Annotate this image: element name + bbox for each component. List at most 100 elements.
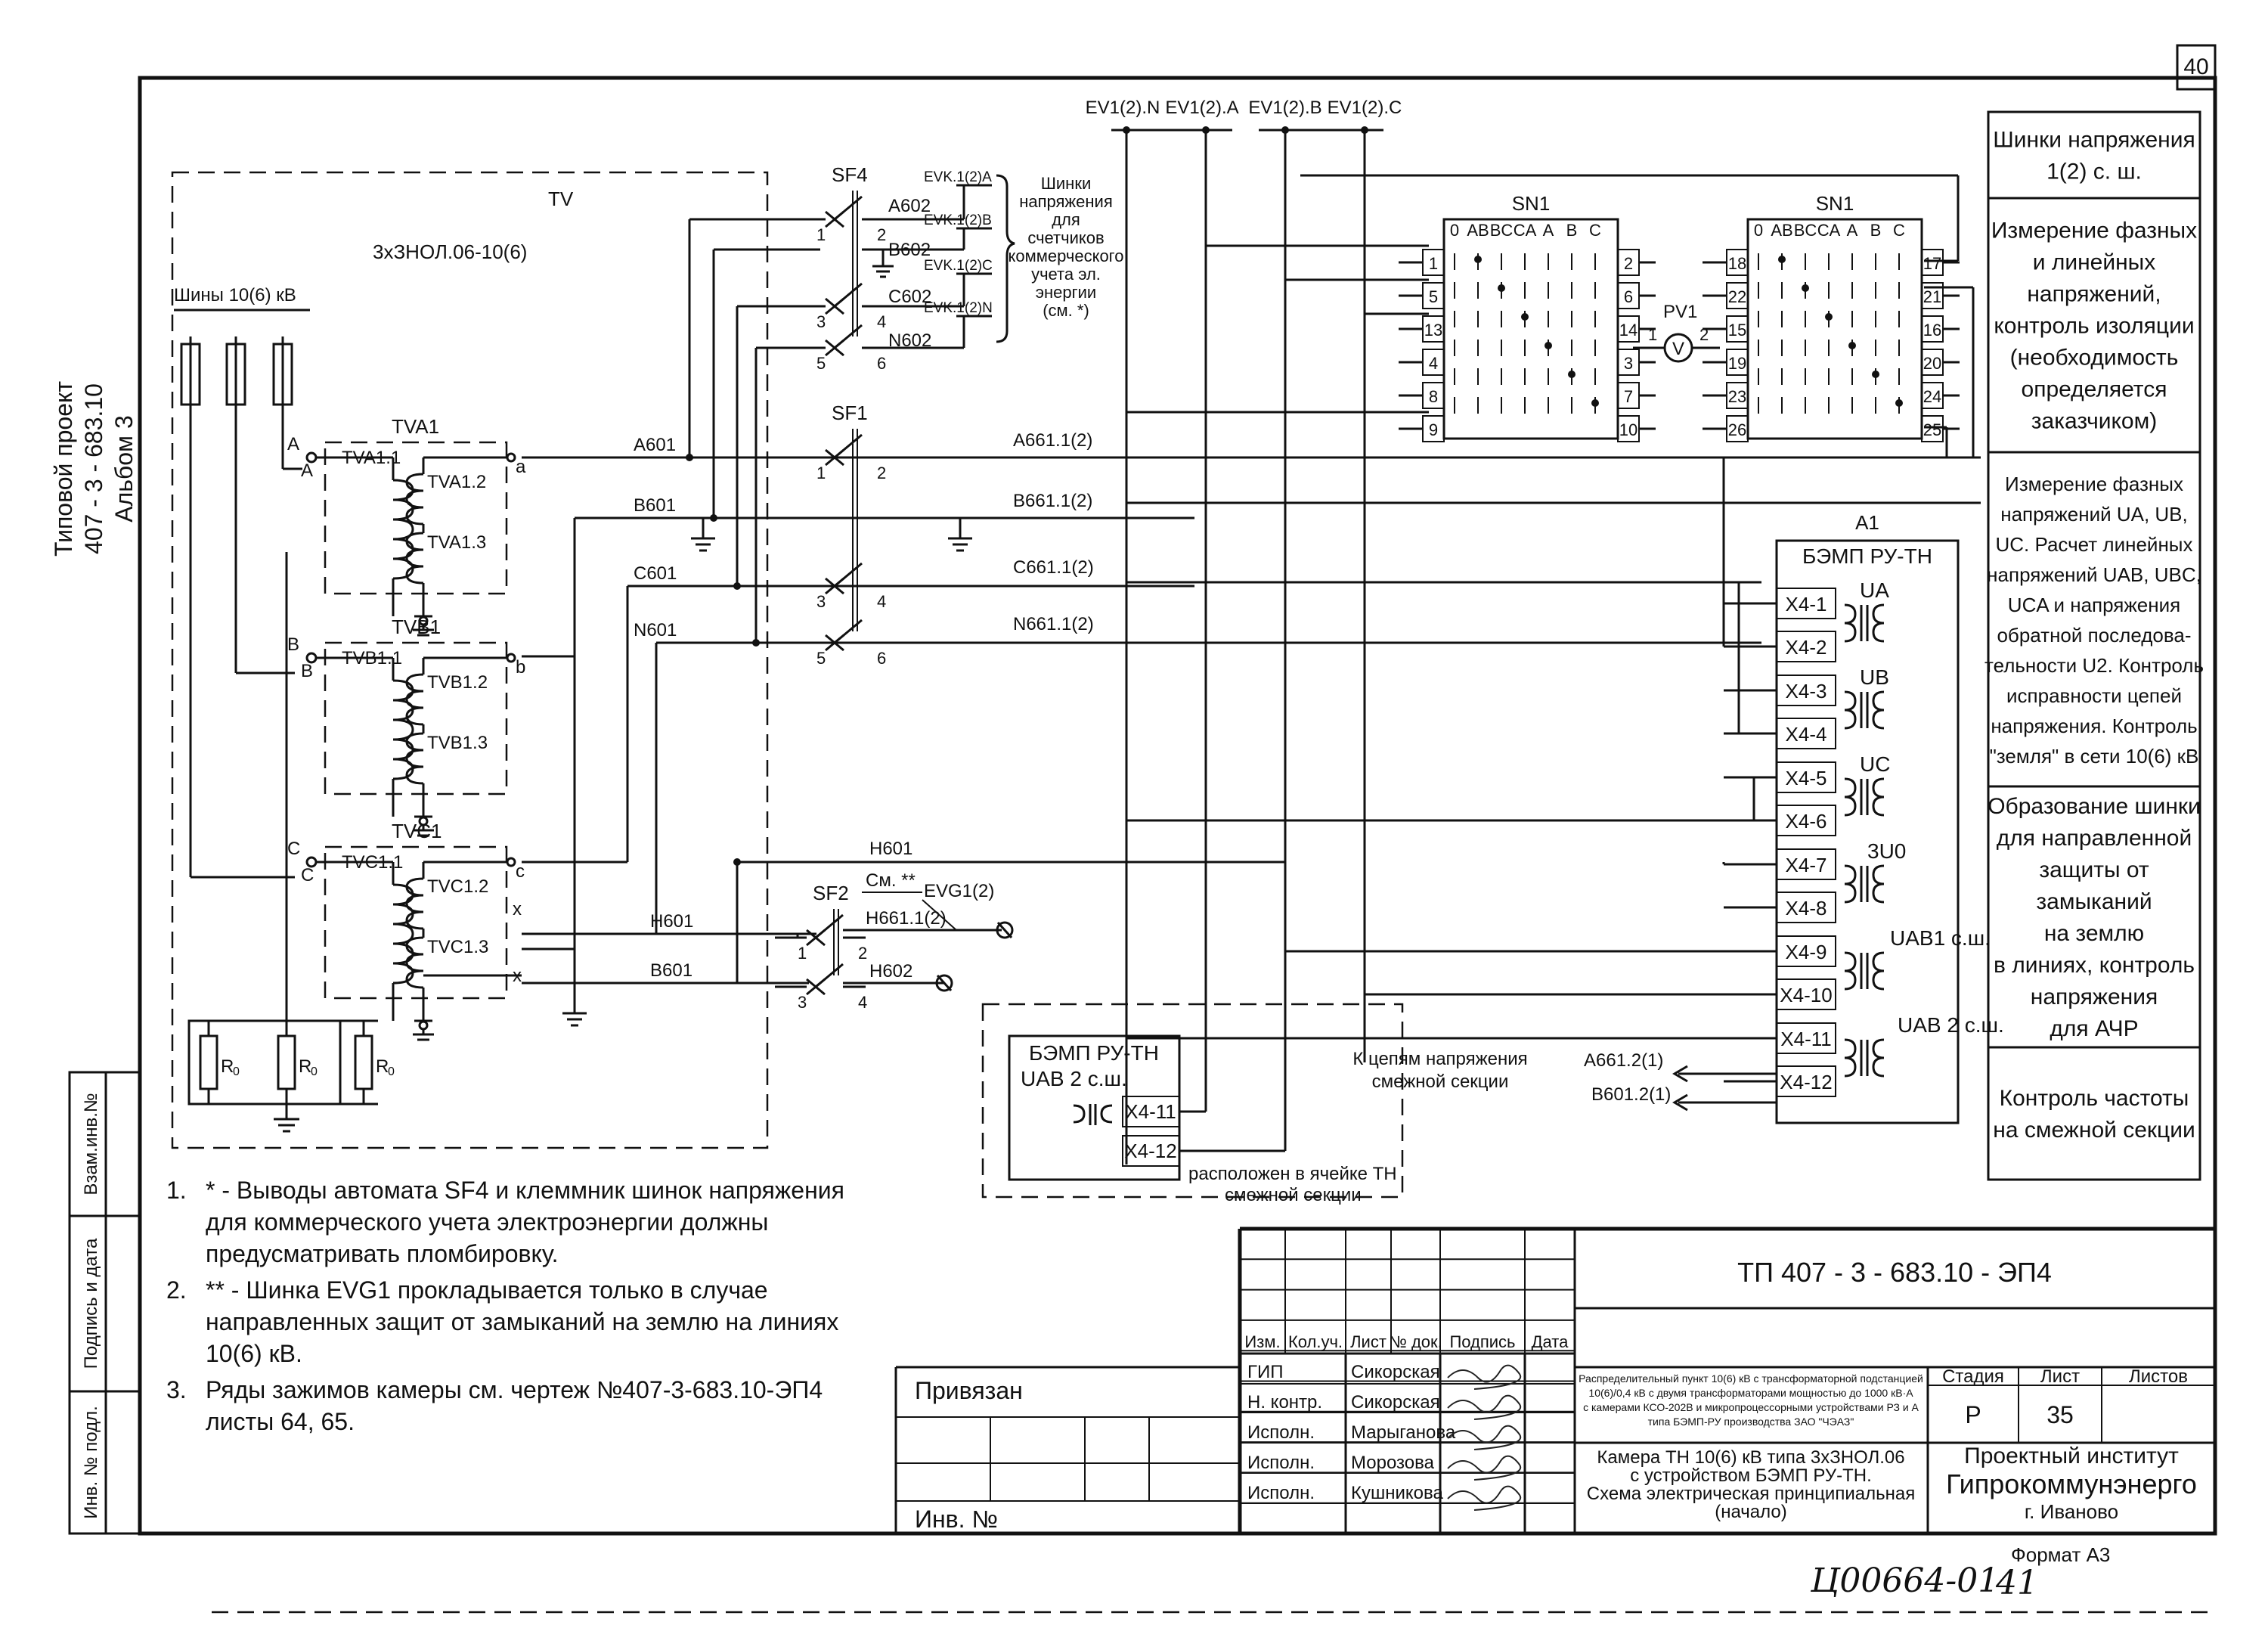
panel-2-line-7: исправности цепей [2006,684,2182,707]
sf4-label: SF4 [832,163,868,186]
sn1b-head-3: CA [1817,221,1841,240]
sf2-label: SF2 [813,882,849,904]
tb-inv: Инв. № [915,1506,998,1533]
sf1-pin-1a: 3 [816,592,826,611]
adj-sub: UAB 2 с.ш. [1021,1067,1127,1090]
panel-2-line-8: напряжения. Контроль [1991,715,2197,737]
tb-col-3: № док. [1389,1332,1442,1351]
trC-phase: C [287,839,300,859]
page-number: 40 [2183,54,2208,79]
stamp-inv: Инв. № подл. [81,1406,101,1519]
sheet-frame [138,76,2217,1536]
note-1-num: 2. [166,1276,187,1304]
wire-h601: H601 [650,911,693,932]
note-0-line-3: предусматривать пломбировку. [206,1240,559,1267]
sf2-pin-0a: 1 [798,944,807,963]
a1-pin-8: X4-9 [1786,941,1827,963]
sn1a-lpin-4: 8 [1429,387,1438,406]
tb-drawing-0: Камера ТН 10(6) кВ типа 3xЗНОЛ.06 [1597,1447,1904,1468]
tb-sheets-h: Листов [2129,1366,2188,1387]
panel-3-line-6: напряжения [2031,985,2158,1009]
r0-label-3: R [376,1056,389,1077]
meter-note-line-1: напряжения [1019,192,1113,211]
voltmeter-pv1: V PV1 1 2 [1633,302,1720,363]
tb-object-0: Распределительный пункт 10(6) кВ с транс… [1579,1372,1923,1385]
wire-n602: N602 [888,330,931,351]
note-1-line-3: 10(6) кВ. [206,1340,302,1367]
wire-b601: B601 [634,495,676,516]
tb-object-3: типа БЭМП-РУ производства ЗАО "ЧЭАЗ" [1648,1416,1854,1428]
bus-label-b: EV1(2).B [1248,98,1321,118]
trB-label: TVB1 [392,616,441,638]
sf1-pin-2a: 5 [816,649,826,668]
note-1-line-2: направленных защит от замыканий на землю… [206,1308,838,1335]
a1-pin-0: X4-1 [1786,593,1827,616]
sn1a-rpin-4: 7 [1624,387,1633,406]
trB-sec1: TVB1.2 [427,672,488,693]
tb-col-4: Подпись [1449,1332,1515,1351]
tvc-x1: x [513,899,522,919]
wire-n601: N601 [634,620,677,640]
panel-2-line-3: напряжений UAB, UBC, [1987,563,2201,586]
sf2-pin-0b: 2 [858,944,867,963]
format-label: Формат А3 [2011,1543,2110,1566]
tb-sheet-h: Лист [2040,1366,2080,1387]
meter-note-line-3: счетчиков [1027,228,1104,247]
sn1b-lpin-1: 22 [1728,287,1746,306]
note-2-line-2: листы 64, 65. [206,1408,355,1435]
a1-pin-9: X4-10 [1780,984,1832,1006]
wire-sm: См. ** [866,870,916,891]
bus-label-n: EV1(2).N [1086,98,1160,118]
tb-role-4: Исполн. [1247,1483,1315,1503]
stamp-podpis: Подпись и дата [81,1238,101,1369]
wire-evk-b: EVK.1(2)B [924,212,992,228]
panel-3-line-2: защиты от [2039,857,2149,882]
voltage-buses: EV1(2).N EV1(2).A EV1(2).B EV1(2).C [1086,98,1402,1164]
tv-type: 3xЗНОЛ.06-10(6) [373,240,527,263]
tb-org2: Гипрокоммунэнерго [1946,1468,2197,1499]
sn1a-head-4: A [1543,221,1554,240]
sn1b-rpin-2: 16 [1923,321,1941,340]
sheet-number: 41 [1995,1564,2038,1602]
wire-a602: A602 [888,196,931,216]
a1-pin-4: X4-5 [1786,767,1827,789]
tb-stage: Р [1965,1401,1981,1428]
wire-a661: A661.1(2) [1013,430,1092,451]
sf1-outputs [862,456,1981,644]
trA-sec1: TVA1.2 [427,472,486,492]
trA-phase2: A [301,461,313,481]
a1-device: БЭМП РУ-ТН [1802,544,1932,568]
side-code: 407 - 3 - 683.10 [80,383,107,554]
wire-h602: H602 [869,961,912,982]
adj-feed2: смежной секции [1372,1071,1509,1092]
sn1a-head-2: BC [1490,221,1514,240]
sf4-pin-2b: 6 [877,354,886,373]
sn1b-head-2: BC [1794,221,1817,240]
a1-pin-11: X4-12 [1780,1071,1832,1093]
sf2-pin-1a: 3 [798,993,807,1012]
hv-fuses [174,309,310,879]
sf4-pin-1b: 4 [877,312,886,331]
wire-a601: A601 [634,435,676,455]
panel-2-line-2: UC. Расчет линейных [1995,533,2192,556]
wire-b601-low: B601 [650,960,692,981]
sn1b-lpin-0: 18 [1728,254,1746,273]
tb-col-0: Изм. [1244,1332,1280,1351]
note-0-line-2: для коммерческого учета электроэнергии д… [206,1208,768,1236]
panel-4-line-0: Контроль частоты [2000,1086,2189,1111]
a1-pin-2: X4-3 [1786,680,1827,702]
r0-sub-3: 0 [388,1065,395,1078]
r0-label-2: R [299,1056,311,1077]
panel-2-line-6: тельности U2. Контроль [1984,654,2204,677]
note-0-line-1: * - Выводы автомата SF4 и клеммник шинок… [206,1177,844,1204]
sn1-wiring [1126,174,1975,457]
sn1b-lpin-3: 19 [1728,354,1746,373]
side-project: Типовой проект [50,381,77,557]
tb-drawing-3: (начало) [1715,1502,1787,1522]
